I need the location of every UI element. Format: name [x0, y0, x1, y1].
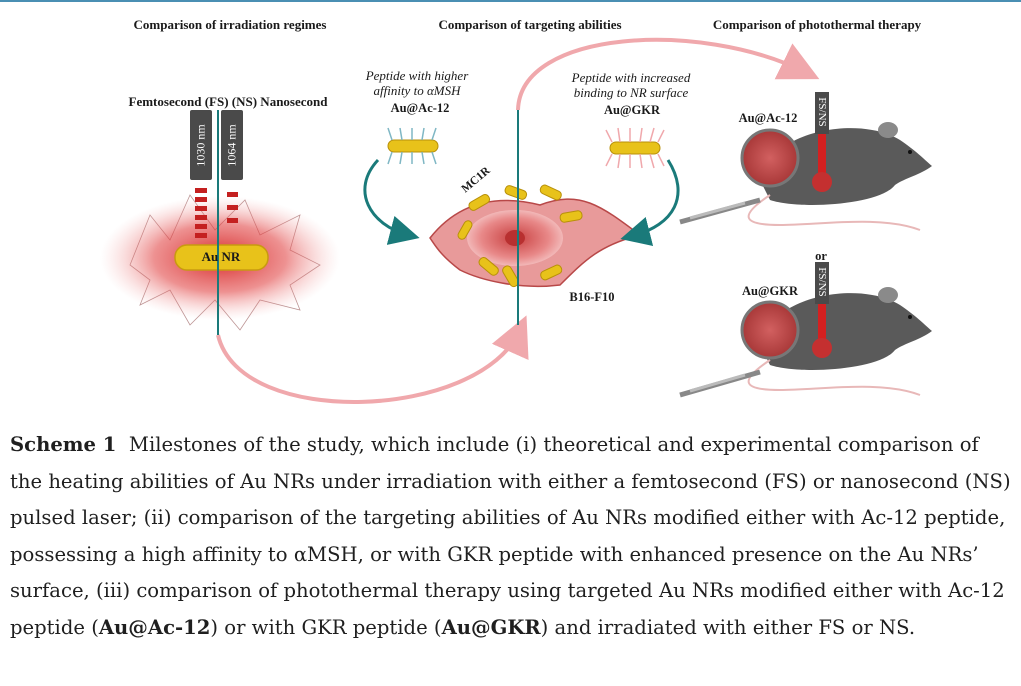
irradiation-panel — [100, 110, 340, 335]
peptide-right-label: Au@GKR — [603, 103, 661, 117]
scheme-illustration — [100, 37, 932, 404]
wavelength-fs: 1030 nm — [193, 124, 208, 167]
caption-label: Scheme 1 — [10, 433, 117, 456]
targeting-panel — [363, 110, 680, 325]
flow-arrow-bottom — [216, 315, 529, 404]
mouse-top — [679, 92, 932, 231]
header-photothermal: Comparison of photothermal therapy — [712, 17, 922, 32]
flow-arrow-top — [516, 37, 820, 111]
scheme-figure: Comparison of irradiation regimes Compar… — [100, 17, 932, 404]
caption-bold-1: Au@Ac-12 — [98, 615, 211, 639]
regimes-label: Femtosecond (FS) (NS) Nanosecond — [128, 94, 328, 109]
peptide-left-label: Au@Ac-12 — [390, 101, 450, 115]
scheme-caption: Scheme 1 Milestones of the study, which … — [10, 427, 1015, 646]
caption-text-2: ) or with GKR peptide ( — [210, 615, 442, 639]
top-rule — [0, 0, 1021, 2]
caption-bold-2: Au@GKR — [441, 615, 541, 639]
caption-text-1: Milestones of the study, which include (… — [10, 433, 1011, 639]
caption-text-3: ) and irradiated with either FS or NS. — [540, 615, 916, 639]
laser-label-top: FS/NS — [816, 97, 828, 127]
mouse-top-label: Au@Ac-12 — [738, 111, 798, 125]
peptide-right-note: Peptide with increased binding to NR sur… — [571, 70, 691, 100]
header-targeting: Comparison of targeting abilities — [438, 17, 622, 32]
or-label: or — [815, 249, 827, 263]
header-irradiation: Comparison of irradiation regimes — [133, 17, 327, 32]
cell-line-label: B16-F10 — [569, 290, 615, 304]
laser-label-bottom: FS/NS — [816, 267, 828, 297]
peptide-left-note: Peptide with higher affinity to αMSH — [365, 68, 469, 98]
au-nr-label: Au NR — [201, 249, 241, 264]
therapy-panel — [679, 92, 932, 398]
mouse-bottom — [679, 262, 932, 398]
wavelength-ns: 1064 nm — [224, 124, 239, 167]
mouse-bottom-label: Au@GKR — [741, 284, 799, 298]
